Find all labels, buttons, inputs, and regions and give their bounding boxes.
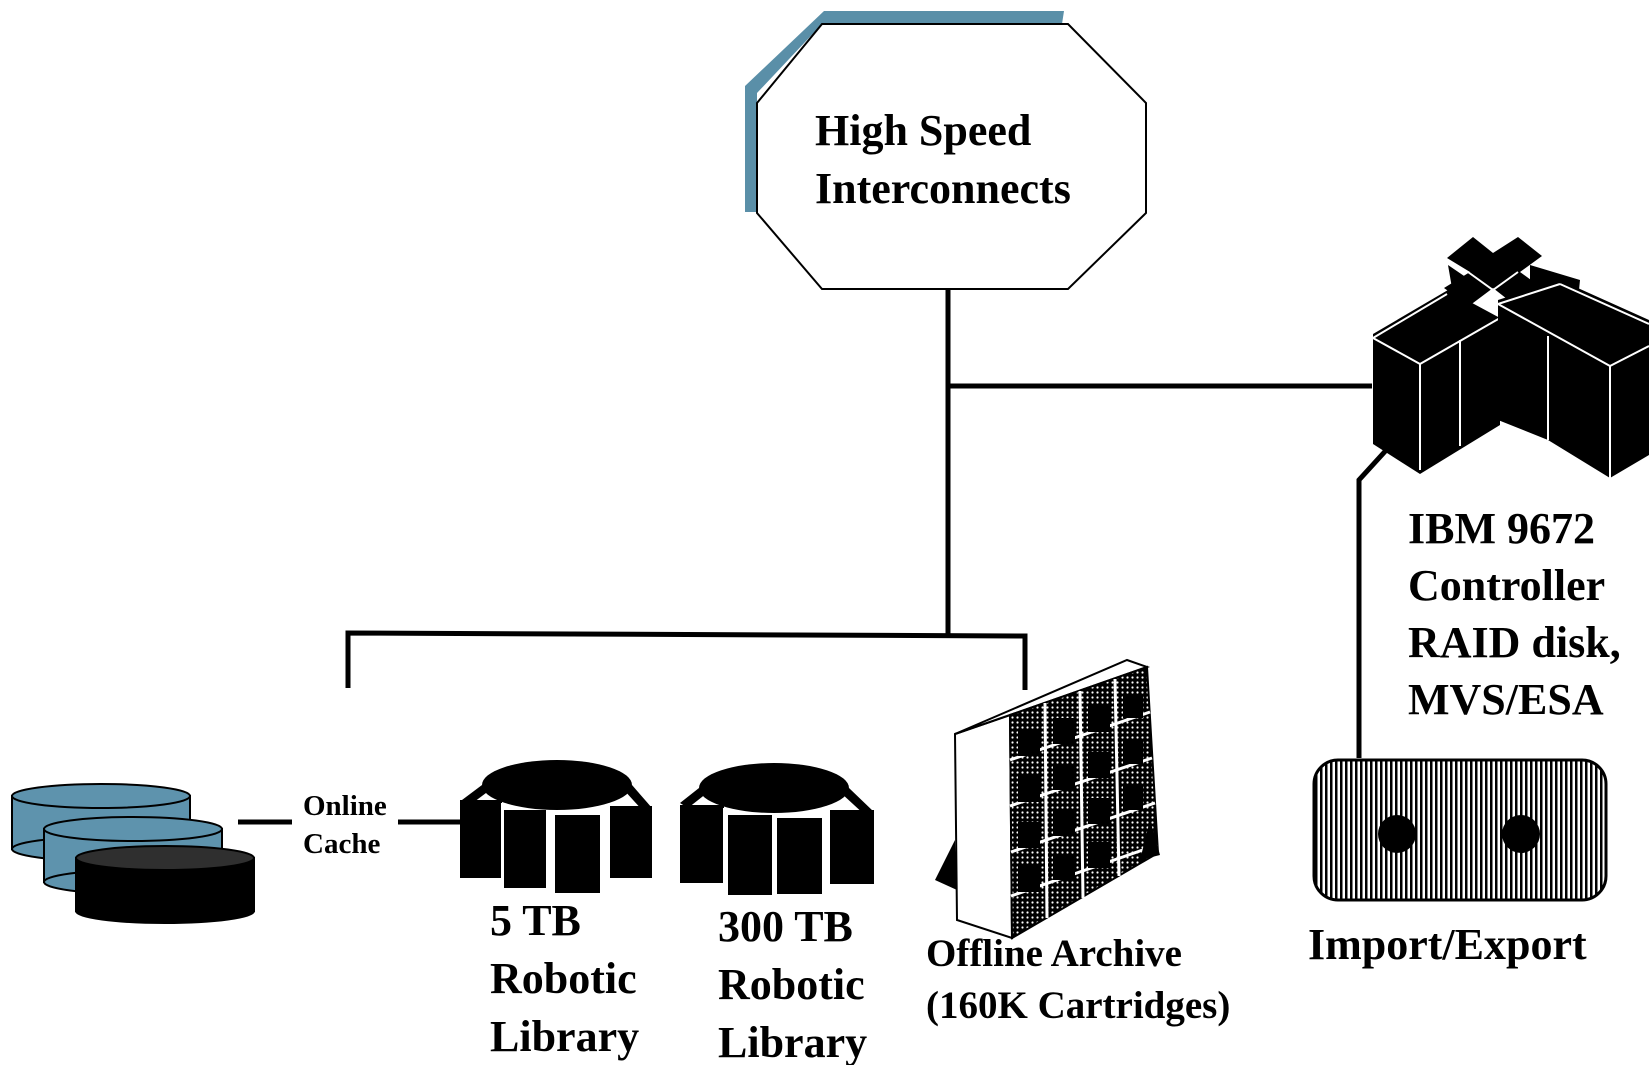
library-large-line3: Library — [718, 1018, 867, 1065]
library-small-line2: Robotic — [490, 954, 637, 1003]
import-export-line — [1356, 422, 1412, 758]
archive-label-line2: (160K Cartridges) — [926, 984, 1230, 1027]
cache-label-line1: Online — [303, 790, 387, 822]
offline-archive-icon — [935, 658, 1160, 940]
robotic-library-300tb-label: 300 TB Robotic Library — [718, 902, 867, 1067]
storage-bus-line — [345, 630, 1028, 690]
library-small-line1: 5 TB — [490, 896, 581, 945]
library-large-line2: Robotic — [718, 960, 865, 1009]
hub-octagon — [756, 23, 1147, 290]
disk-3 — [75, 845, 255, 924]
robotic-library-5tb-icon — [460, 760, 652, 893]
mainframe-label-line4: MVS/ESA — [1408, 675, 1604, 724]
disk-stack-icon — [11, 783, 255, 924]
mainframe-label-line3: RAID disk, — [1408, 618, 1621, 667]
offline-archive-label: Offline Archive (160K Cartridges) — [926, 932, 1230, 1027]
robotic-library-5tb-label: 5 TB Robotic Library — [490, 896, 639, 1061]
robotic-library-300tb-icon — [680, 763, 874, 895]
hub-label-line2: Interconnects — [815, 164, 1071, 213]
mainframe-icon — [1372, 237, 1649, 478]
mainframe-label-line2: Controller — [1408, 561, 1605, 610]
hub-label-line1: High Speed — [815, 106, 1031, 155]
mainframe-label: IBM 9672 Controller RAID disk, MVS/ESA — [1408, 504, 1621, 724]
connector-lines — [238, 289, 1412, 825]
archive-label-line1: Offline Archive — [926, 932, 1182, 975]
library-large-line1: 300 TB — [718, 902, 853, 951]
import-export-label: Import/Export — [1308, 920, 1587, 969]
online-cache-label: Online Cache — [303, 790, 387, 860]
library-small-line3: Library — [490, 1012, 639, 1061]
mainframe-label-line1: IBM 9672 — [1408, 504, 1595, 553]
import-export-icon — [1312, 758, 1608, 902]
high-speed-interconnects-node: High Speed Interconnects — [745, 11, 1147, 290]
cache-label-line2: Cache — [303, 828, 380, 860]
